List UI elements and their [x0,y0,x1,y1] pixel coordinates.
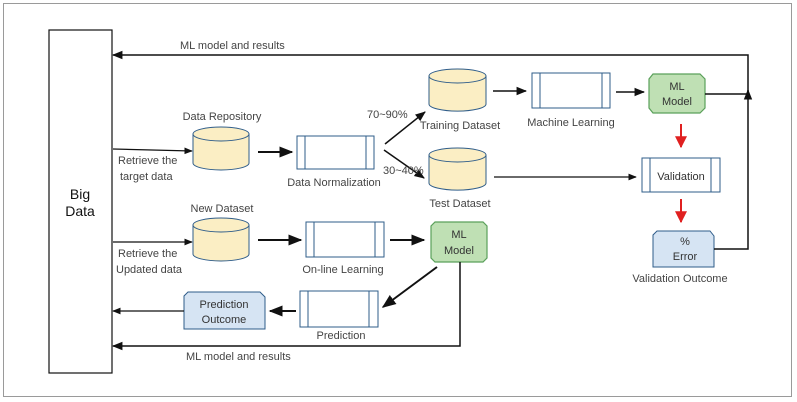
online-learning-process: On-line Learning [302,221,385,276]
prediction-outcome-box: Prediction Outcome [183,291,266,330]
ml-model-bottom-label-1: ML [451,229,466,241]
ml-model-bottom: ML Model [430,221,488,263]
retrieve-target-label-2: target data [120,171,173,183]
data-normalization-process: Data Normalization [287,135,381,189]
ml-model-bottom-label-2: Model [444,245,474,257]
retrieve-updated-label-2: Updated data [116,264,183,276]
line-error-to-feedback [714,88,753,250]
data-repository-label: Data Repository [183,111,262,123]
retrieve-updated-arrow: Retrieve the Updated data [113,238,193,276]
validation-process: Validation [641,157,721,193]
arrow-to-test [383,149,425,179]
arrow-to-training [384,111,426,145]
big-data-label-1: Big [70,186,90,202]
training-dataset-label: Training Dataset [420,120,500,132]
test-dataset-label: Test Dataset [429,198,490,210]
top-feedback-label: ML model and results [180,40,285,52]
validation-outcome-label: Validation Outcome [632,273,727,285]
validation-label: Validation [657,171,705,183]
big-data-label-2: Data [65,203,95,219]
split-test-label: 30~40% [383,165,424,177]
prediction-label: Prediction [317,330,366,342]
ml-model-top: ML Model [648,73,706,114]
prediction-outcome-label-2: Outcome [202,314,247,326]
machine-learning-label: Machine Learning [527,117,614,129]
test-dataset-cylinder: Test Dataset [428,147,491,210]
retrieve-target-label-1: Retrieve the [118,155,177,167]
online-learning-label: On-line Learning [302,264,383,276]
ml-model-top-label-1: ML [669,81,684,93]
diagram-frame [3,3,792,397]
error-box-label-2: Error [673,251,698,263]
split-train-label: 70~90% [367,109,408,121]
bottom-feedback-label: ML model and results [186,351,291,363]
data-normalization-label: Data Normalization [287,177,381,189]
data-repository-cylinder: Data Repository [183,111,262,171]
error-box-label-1: % [680,236,690,248]
ml-model-top-label-2: Model [662,96,692,108]
arrow-model-to-prediction [381,266,438,308]
prediction-outcome-label-1: Prediction [200,299,249,311]
big-data-block: Big Data [48,29,113,374]
new-dataset-cylinder: New Dataset [191,203,254,262]
machine-learning-process: Machine Learning [527,72,615,129]
retrieve-target-arrow: Retrieve the target data [112,147,193,183]
top-feedback-loop: ML model and results [111,40,749,96]
training-dataset-cylinder: Training Dataset [420,68,500,132]
bottom-feedback-loop: ML model and results [111,262,461,363]
new-dataset-label: New Dataset [191,203,254,215]
error-outcome-box: % Error Validation Outcome [632,230,728,285]
retrieve-updated-label-1: Retrieve the [118,248,177,260]
prediction-process: Prediction [299,290,379,342]
